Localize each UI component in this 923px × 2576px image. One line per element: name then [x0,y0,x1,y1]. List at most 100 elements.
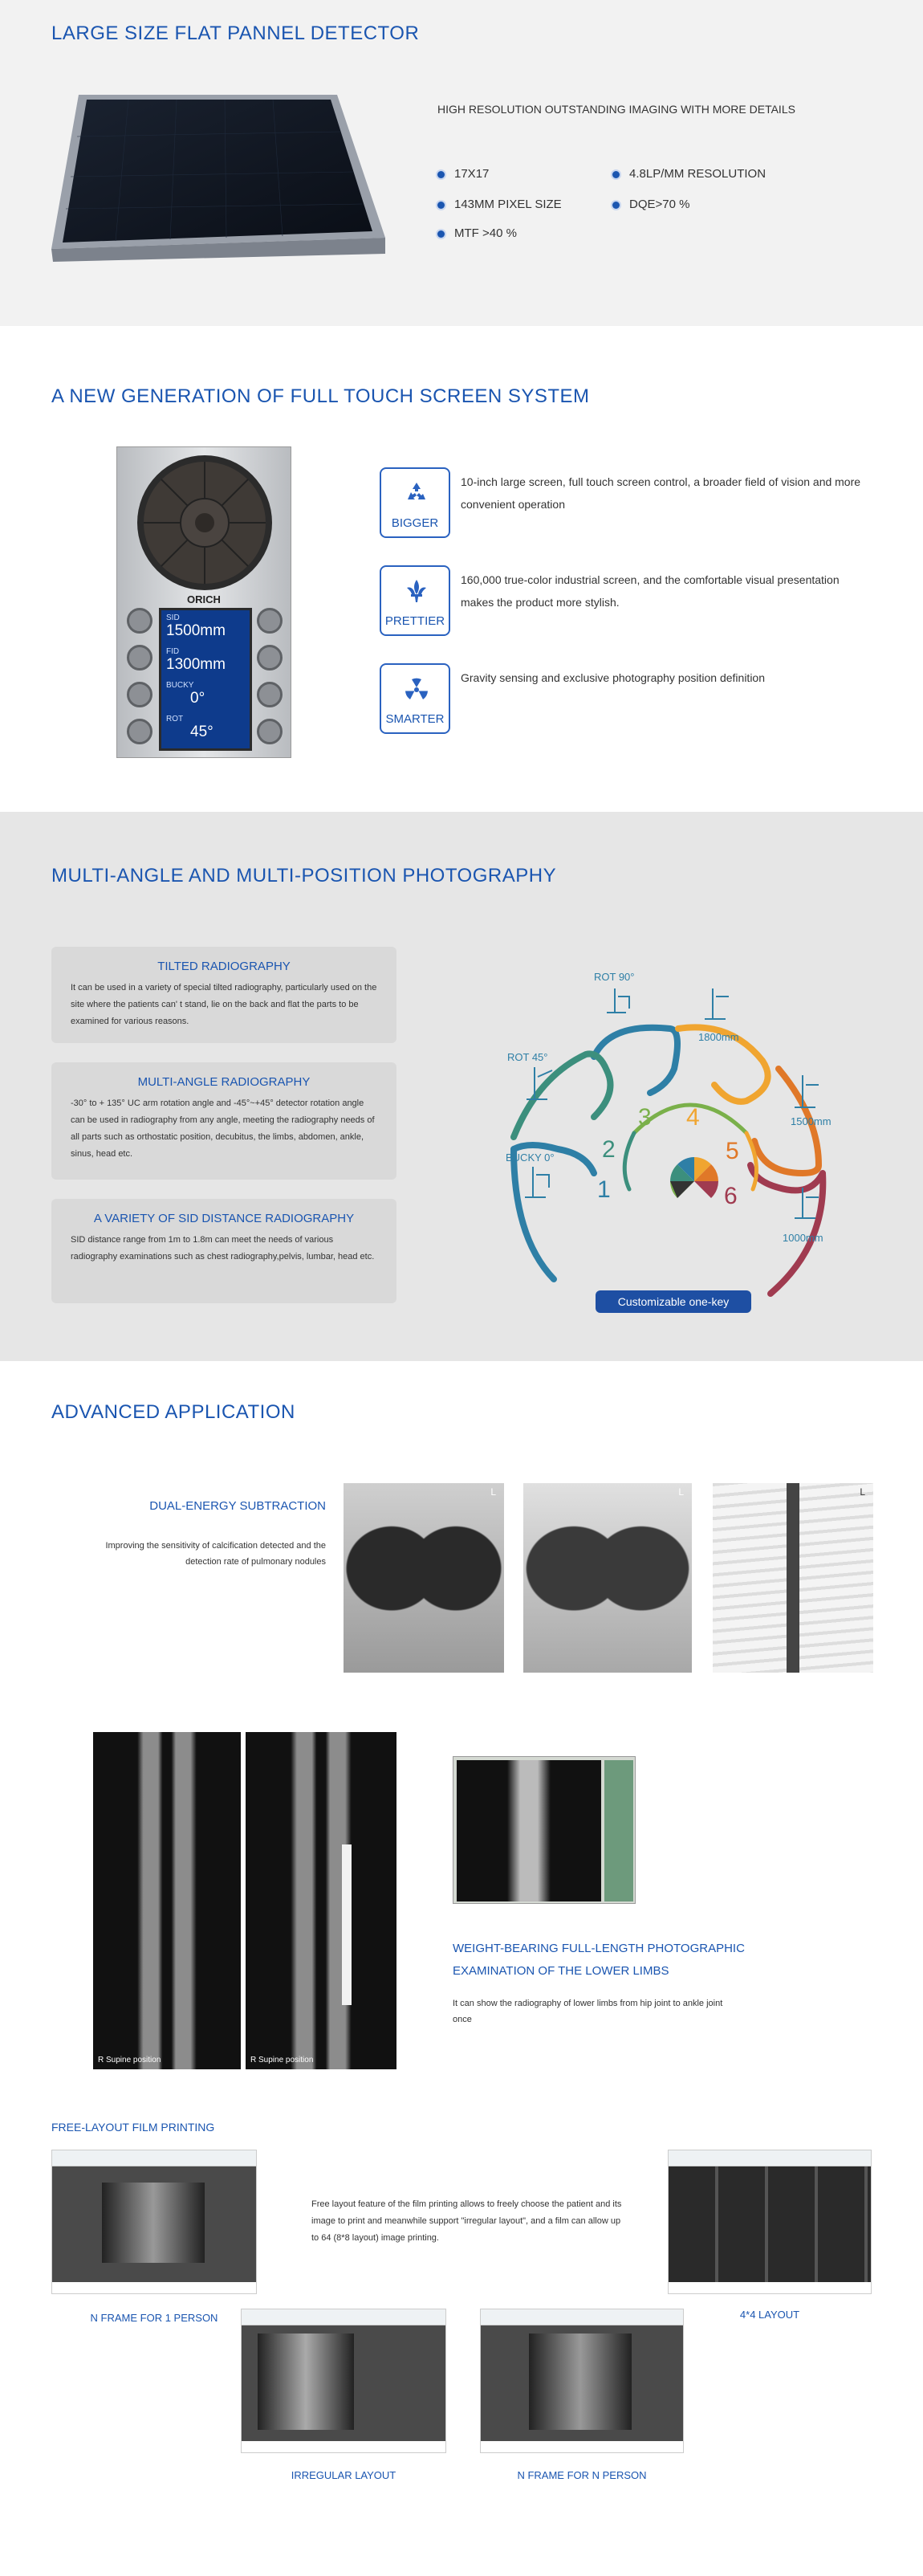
side-marker: L [678,1486,684,1498]
sid-distance-box: A VARIETY OF SID DISTANCE RADIOGRAPHY SI… [51,1199,396,1303]
spine-viewer-screenshot [453,1756,636,1904]
detector-title: LARGE SIZE FLAT PANNEL DETECTOR [51,22,420,44]
recycle-icon [408,483,425,499]
feature-text: Gravity sensing and exclusive photograph… [461,671,766,684]
xray-caption: R Supine position [250,2056,314,2064]
feature-text: 10-inch large screen, full touch screen … [461,475,861,511]
panel-button[interactable] [257,682,283,707]
film-caption: IRREGULAR LAYOUT [291,2469,396,2481]
panel-button[interactable] [127,645,152,670]
spine-image [457,1760,601,1901]
position-wheel-diagram: 1 2 3 4 5 6 ROT 90° ROT 45° BUCKY 0° 180… [506,971,832,1297]
spec-resolution: 4.8LP/MM RESOLUTION [612,167,766,181]
panel-button[interactable] [257,608,283,634]
film-caption: 4*4 LAYOUT [739,2309,800,2321]
box-title: MULTI-ANGLE RADIOGRAPHY [137,1075,311,1089]
box-text: SID distance range from 1m to 1.8m can m… [71,1235,375,1262]
panel-button[interactable] [127,682,152,707]
readout-sid: SID 1500mm [166,613,226,639]
film-header [52,2150,256,2166]
readout-fid: FID 1300mm [166,647,226,673]
film-header [242,2309,445,2325]
device-brand: ORICH [187,593,221,605]
spec-mtf: MTF >40 % [437,226,517,240]
multi-angle-section: MULTI-ANGLE AND MULTI-POSITION PHOTOGRAP… [0,812,923,1361]
feature-label: SMARTER [385,712,445,726]
spec-pixel-size: 143MM PIXEL SIZE [437,198,562,211]
film-body [52,2166,256,2282]
arc-bucky [510,1142,597,1282]
readout-rot: ROT 45° [166,715,213,740]
customizable-one-key-button[interactable]: Customizable one-key [596,1290,751,1313]
panel-button[interactable] [127,719,152,744]
advanced-application-section: ADVANCED APPLICATION DUAL-ENERGY SUBTRAC… [0,1361,923,2576]
inner-arc [632,1103,749,1135]
film-n-frame-1-person [51,2150,257,2294]
chest-xray-standard: L [344,1483,504,1673]
dual-energy-title: DUAL-ENERGY SUBTRACTION [149,1499,326,1513]
wheel-number-2: 2 [602,1136,616,1163]
box-text: It can be used in a variety of special t… [71,983,377,1026]
film-image [102,2183,205,2263]
label-1500: 1500mm [791,1115,832,1127]
panel-button[interactable] [257,645,283,670]
film-printing-title: FREE-LAYOUT FILM PRINTING [51,2121,215,2134]
wheel-number-5: 5 [726,1138,739,1164]
xray-caption: R Supine position [98,2056,161,2064]
film-body [242,2325,445,2441]
machine-icons [525,988,819,1219]
radiation-icon [405,678,428,699]
box-text: -30° to + 135° UC arm rotation angle and… [71,1098,375,1159]
tilted-radiography-box: TILTED RADIOGRAPHY It can be used in a v… [51,947,396,1043]
film-image [529,2333,632,2430]
wheel-number-6: 6 [724,1183,738,1209]
film-n-frame-n-person [480,2309,684,2453]
lower-limb-xray-1: R Supine position [93,1732,241,2069]
film-body [481,2325,683,2441]
label-rot45: ROT 45° [507,1051,547,1063]
detector-headline: HIGH RESOLUTION OUTSTANDING IMAGING WITH… [437,103,795,116]
touch-screen-title: A NEW GENERATION OF FULL TOUCH SCREEN SY… [51,385,590,407]
bullet-dot-icon [437,201,445,209]
touch-screen-section: A NEW GENERATION OF FULL TOUCH SCREEN SY… [0,326,923,812]
bullet-dot-icon [437,230,445,238]
wheel-number-4: 4 [686,1104,700,1131]
film-header [669,2150,871,2166]
weight-bearing-title: WEIGHT-BEARING FULL-LENGTH PHOTOGRAPHIC … [453,1942,745,1978]
flat-panel-detector-image [51,95,385,262]
label-1000: 1000mm [783,1232,823,1244]
wheel-number-3: 3 [638,1104,652,1131]
advanced-application-title: ADVANCED APPLICATION [51,1401,295,1423]
inner-arc-right [744,1131,758,1192]
left-button-column [127,608,152,744]
feature-smarter: SMARTER [380,663,450,734]
label-1800: 1800mm [698,1031,739,1043]
side-marker: L [490,1486,496,1498]
arc-1500 [751,1066,823,1177]
detector-section: LARGE SIZE FLAT PANNEL DETECTOR HIGH RES… [0,0,923,326]
panel-button[interactable] [127,608,152,634]
film-body [669,2166,871,2282]
right-button-column [257,608,283,744]
multi-angle-title: MULTI-ANGLE AND MULTI-POSITION PHOTOGRAP… [51,865,557,887]
bullet-dot-icon [437,170,445,178]
feature-label: BIGGER [391,516,439,530]
control-dial [137,455,272,590]
weight-bearing-text: It can show the radiography of lower lim… [453,1999,723,2024]
bullet-dot-icon [612,201,620,209]
center-pie [670,1157,718,1198]
fleur-de-lis-icon [407,580,426,602]
film-caption: N FRAME FOR 1 PERSON [90,2312,218,2324]
box-title: TILTED RADIOGRAPHY [157,960,291,973]
dual-energy-text: Improving the sensitivity of calcificati… [105,1541,326,1567]
feature-text: 160,000 true-color industrial screen, an… [461,573,840,609]
chest-xray-bone: L [713,1483,873,1673]
panel-button[interactable] [257,719,283,744]
arc-rot45 [510,1050,614,1140]
label-rot90: ROT 90° [594,971,634,983]
lower-limb-xray-2: R Supine position [246,1732,396,2069]
arc-1800 [675,1024,771,1105]
box-title: A VARIETY OF SID DISTANCE RADIOGRAPHY [93,1212,355,1225]
arc-rot90 [591,1024,681,1096]
spine-shape [787,1483,799,1673]
